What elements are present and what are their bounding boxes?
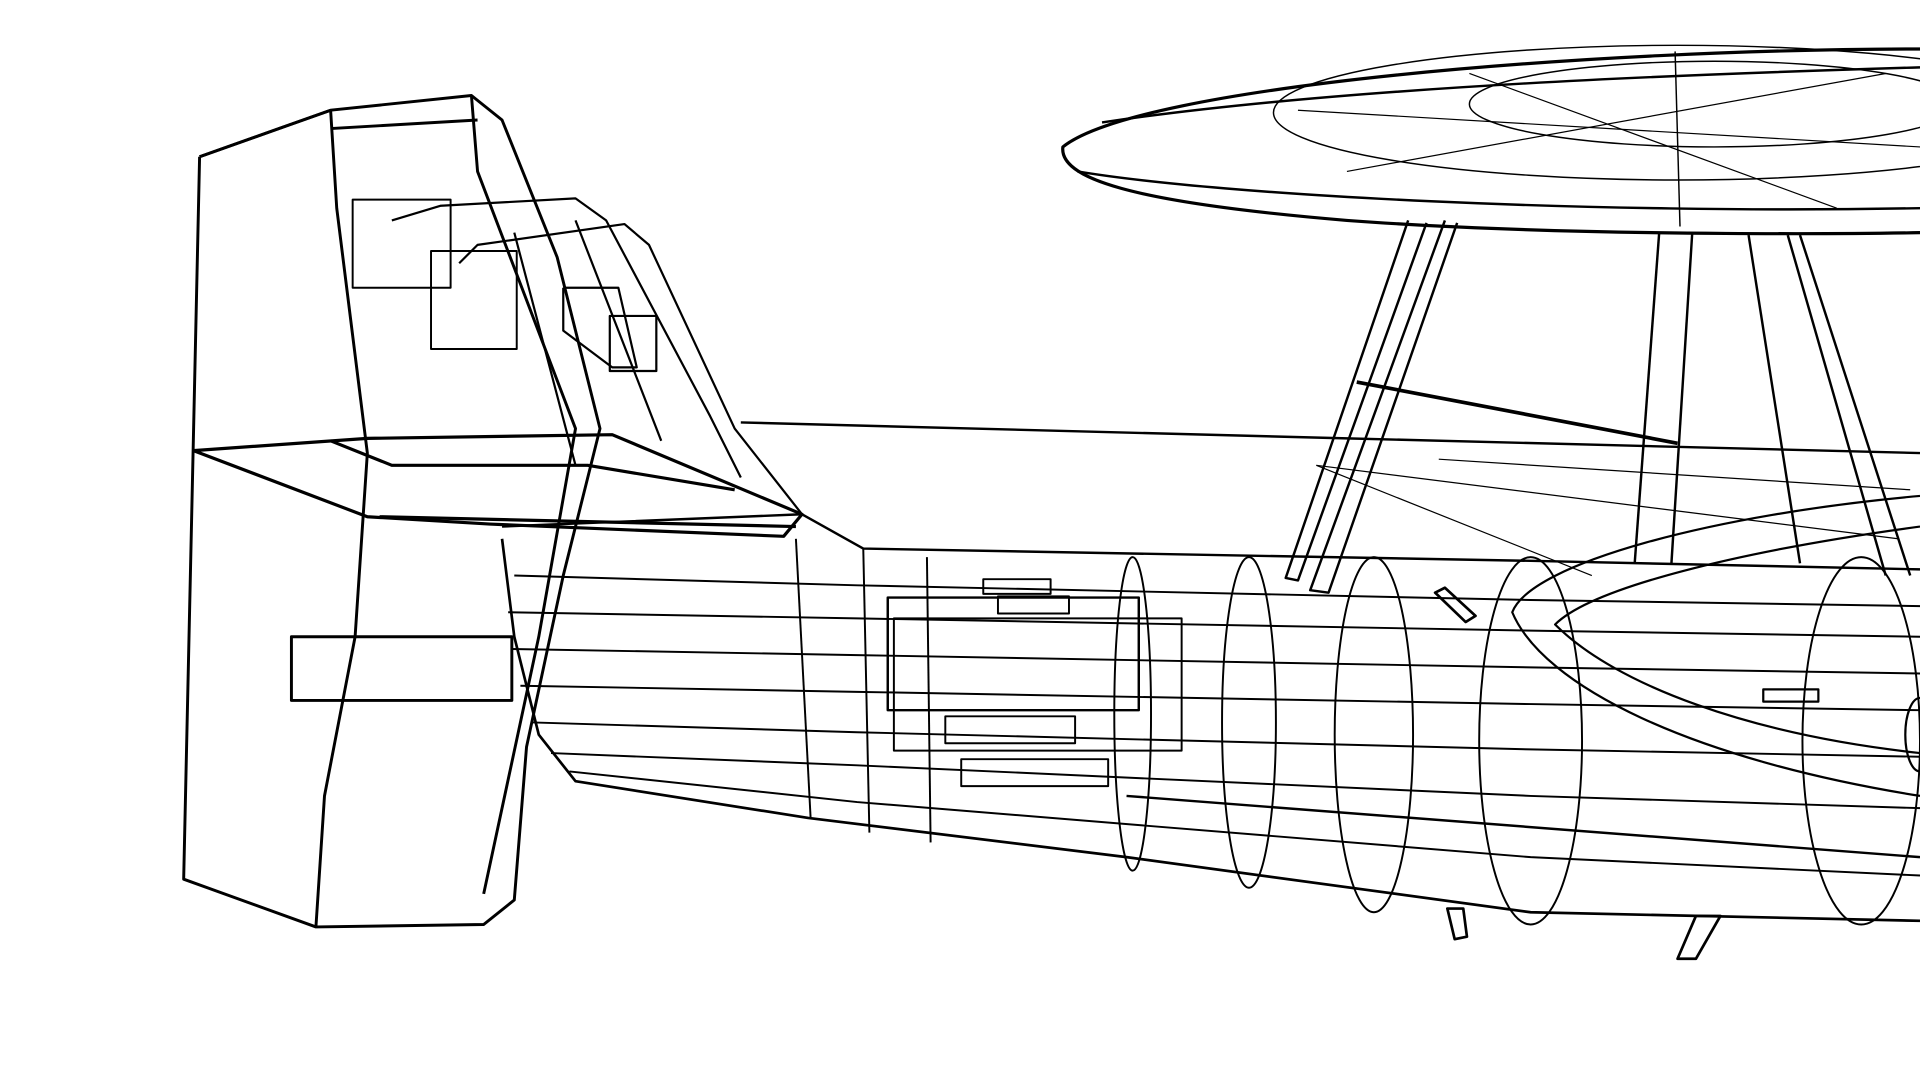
wing-root: [1511, 494, 1920, 798]
antennas: [1433, 586, 1722, 961]
fuselage: [500, 421, 1920, 926]
rotodome: [1061, 44, 1920, 236]
horizontal-stabilizer: [192, 433, 804, 538]
secondary-tail-fin: [391, 197, 803, 515]
vertical-tail-fin: [182, 94, 602, 929]
rotodome-struts: [1284, 219, 1912, 594]
